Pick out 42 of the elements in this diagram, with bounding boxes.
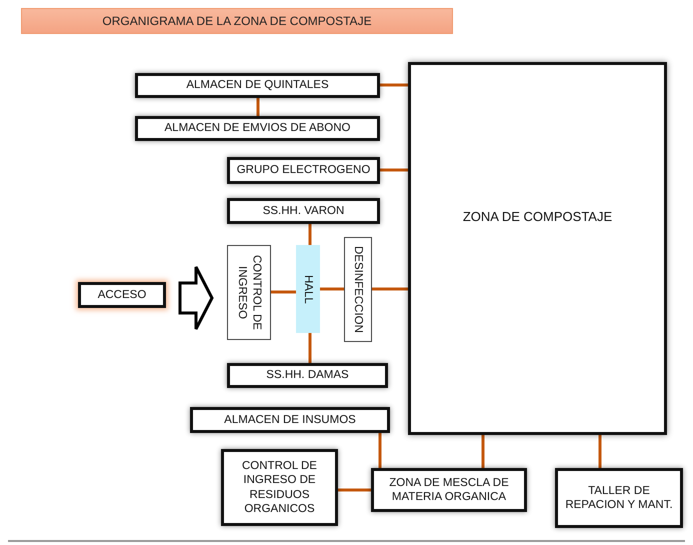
node-label: ZONA DE COMPOSTAJE (462, 209, 614, 226)
title-banner: ORGANIGRAMA DE LA ZONA DE COMPOSTAJE (21, 8, 453, 34)
process-box (190, 407, 390, 433)
node-label: DESINFECCION (351, 246, 366, 333)
connector-line (482, 435, 484, 468)
node-label: CONTROL DE INGRESO (235, 254, 264, 332)
connector-line (338, 488, 371, 492)
vertical-box (227, 245, 271, 340)
zone-box (408, 62, 667, 435)
connector-line (598, 435, 602, 468)
node-label: ALMACEN DE INSUMOS (223, 412, 357, 428)
process-box (227, 157, 380, 184)
node-label: GRUPO ELECTROGENO (236, 163, 372, 178)
connector-line (378, 433, 382, 468)
node-label: ZONA DE MESCLA DE MATERIA ORGANICA (388, 476, 510, 504)
vertical-box (344, 237, 372, 342)
connector-line (372, 288, 408, 290)
process-box (135, 116, 380, 141)
node-label: SS.HH. VARON (262, 204, 346, 218)
process-box (555, 468, 683, 528)
process-box (227, 198, 380, 224)
process-box (135, 73, 380, 98)
node-label: TALLER DE REPACION Y MANT. (564, 484, 674, 512)
process-box (371, 468, 527, 512)
node-label: ALMACEN DE QUINTALES (185, 78, 330, 93)
node-label: ACCESO (96, 288, 148, 302)
node-label: HALL (301, 274, 316, 304)
process-box (227, 363, 388, 388)
connector-line (320, 288, 344, 290)
connector-line (256, 98, 260, 116)
connector-line (271, 290, 296, 294)
connector-line (380, 84, 408, 86)
node-label: SS.HH. DAMAS (265, 368, 350, 383)
node-label: CONTROL DE INGRESO DE RESIDUOS ORGANICOS (241, 458, 318, 516)
entry-box (78, 282, 166, 308)
process-box (221, 449, 338, 526)
node-label: ALMACEN DE EMVIOS DE ABONO (164, 121, 352, 136)
connector-line (380, 168, 408, 172)
connector-line (308, 333, 312, 363)
connector-line (308, 224, 312, 245)
block-arrow (178, 266, 214, 330)
hall-box (296, 245, 320, 333)
